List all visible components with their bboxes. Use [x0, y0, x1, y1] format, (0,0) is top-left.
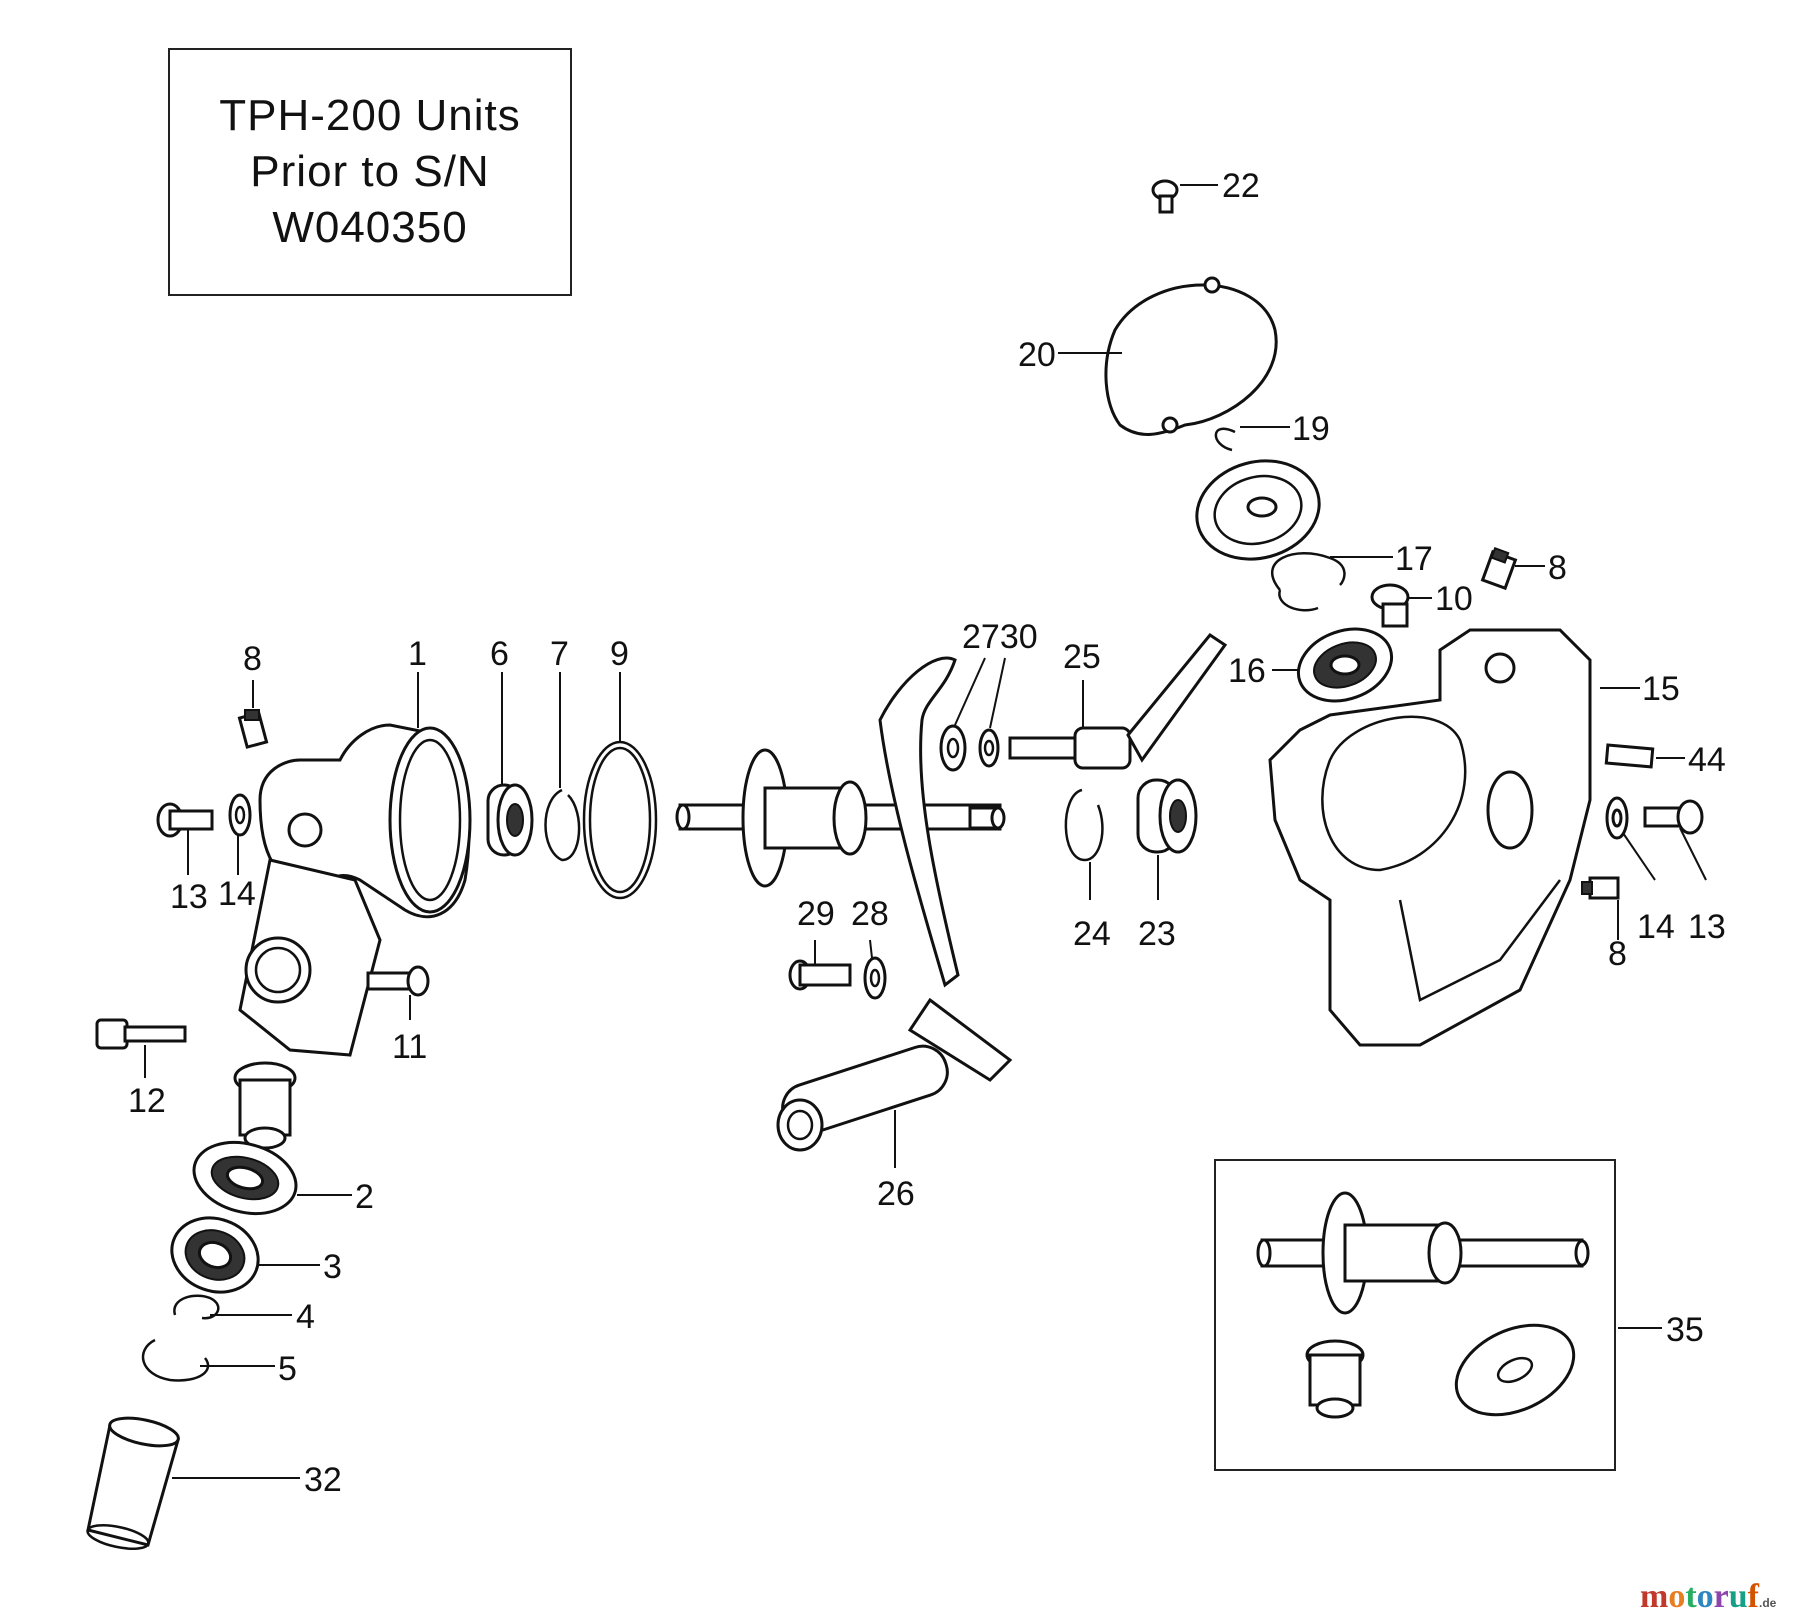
part-8-grease-nipple-left: 8	[237, 640, 269, 749]
watermark-letter: o	[1668, 1578, 1686, 1615]
model-line: TPH-200 Units	[219, 91, 521, 140]
callout-17: 17	[1395, 540, 1433, 578]
callout-35: 35	[1666, 1311, 1704, 1349]
part-28-nut: 28	[851, 895, 889, 1000]
callout-15: 15	[1642, 670, 1680, 708]
watermark-letter: u	[1728, 1578, 1748, 1615]
callout-2730: 2730	[962, 618, 1038, 656]
callout-29: 29	[797, 895, 835, 933]
callout-19: 19	[1292, 410, 1330, 448]
callout-13-left: 13	[170, 878, 208, 916]
part-26-handle: 26	[776, 656, 1013, 1213]
callout-3: 3	[323, 1248, 342, 1286]
watermark-letter: r	[1713, 1578, 1729, 1615]
callout-44: 44	[1688, 741, 1726, 779]
part-9-oring: 9	[582, 635, 658, 900]
watermark-letter: o	[1696, 1578, 1714, 1615]
callout-32: 32	[304, 1461, 342, 1499]
part-1-housing: 1	[238, 635, 472, 1057]
watermark-logo: motoruf.de	[1640, 1578, 1776, 1616]
callout-8-top: 8	[1548, 549, 1567, 587]
part-2-bearing: 2	[192, 1141, 374, 1216]
part-32-sleeve: 32	[86, 1416, 342, 1550]
main-shaft	[675, 748, 1006, 888]
part-25-lever-arm: 25	[1008, 632, 1228, 770]
watermark-letter: f	[1747, 1578, 1759, 1615]
callout-2: 2	[355, 1178, 374, 1216]
model-info-box: TPH-200 Units Prior to S/N W040350	[168, 48, 572, 296]
part-8-grease-nipple-right: 8	[1581, 876, 1627, 973]
callout-24: 24	[1073, 915, 1111, 953]
part-23-bearing: 23	[1136, 778, 1198, 953]
part-6-bearing: 6	[486, 635, 534, 857]
serial-number-line: W040350	[272, 203, 468, 252]
part-17-circlip: 17	[1271, 540, 1433, 612]
part-24-circlip: 24	[1064, 788, 1111, 953]
callout-16: 16	[1228, 652, 1266, 690]
part-29-bolt: 29	[788, 895, 852, 991]
seal-disc	[1195, 459, 1321, 561]
part-19-eclip: 19	[1214, 410, 1330, 452]
part-3-bearing: 3	[170, 1216, 342, 1294]
part-7-circlip: 7	[544, 635, 581, 862]
part-13-bolt-left: 13	[156, 802, 214, 916]
part-12-bolt: 12	[95, 1018, 187, 1120]
callout-14-right: 14	[1637, 908, 1675, 946]
part-5-circlip: 5	[141, 1338, 297, 1388]
part-15-gear-housing: 15	[1268, 628, 1680, 1047]
callout-6: 6	[490, 635, 509, 673]
part-14-washer-right: 14	[1605, 796, 1675, 946]
callout-13-right: 13	[1688, 908, 1726, 946]
callout-26: 26	[877, 1175, 915, 1213]
part-14-washer-left: 14	[218, 793, 256, 913]
part-4-circlip: 4	[173, 1294, 315, 1336]
part-35-kit: 35	[1214, 1159, 1704, 1471]
callout-7: 7	[550, 635, 569, 673]
part-44-key: 44	[1604, 741, 1726, 779]
watermark-letter: m	[1640, 1578, 1669, 1615]
callout-23: 23	[1138, 915, 1176, 953]
part-11-bolt: 11	[366, 965, 430, 1066]
part-22-screw: 22	[1151, 167, 1260, 214]
callout-1: 1	[408, 635, 427, 673]
callout-20: 20	[1018, 336, 1056, 374]
callout-28: 28	[851, 895, 889, 933]
part-27-30-washers: 2730	[939, 618, 1038, 772]
callout-11: 11	[392, 1028, 427, 1066]
part-13-bolt-right: 13	[1643, 799, 1726, 946]
callout-4: 4	[296, 1298, 315, 1336]
watermark-tld: .de	[1759, 1596, 1777, 1610]
callout-22: 22	[1222, 167, 1260, 205]
serial-prefix-line: Prior to S/N	[250, 147, 490, 196]
callout-5: 5	[278, 1350, 297, 1388]
part-16-bearing: 16	[1228, 627, 1394, 703]
pinion-gear	[233, 1061, 297, 1150]
callout-14-left: 14	[218, 875, 256, 913]
callout-10: 10	[1435, 580, 1473, 618]
callout-12: 12	[128, 1082, 166, 1120]
part-20-cover-plate: 20	[1018, 276, 1278, 436]
callout-8-left: 8	[243, 640, 262, 678]
part-8-grease-nipple-top: 8	[1480, 546, 1567, 591]
watermark-letter: t	[1685, 1578, 1697, 1615]
callout-25: 25	[1063, 638, 1101, 676]
callout-8-right: 8	[1608, 935, 1627, 973]
callout-9: 9	[610, 635, 629, 673]
part-10-screw: 10	[1370, 580, 1473, 628]
